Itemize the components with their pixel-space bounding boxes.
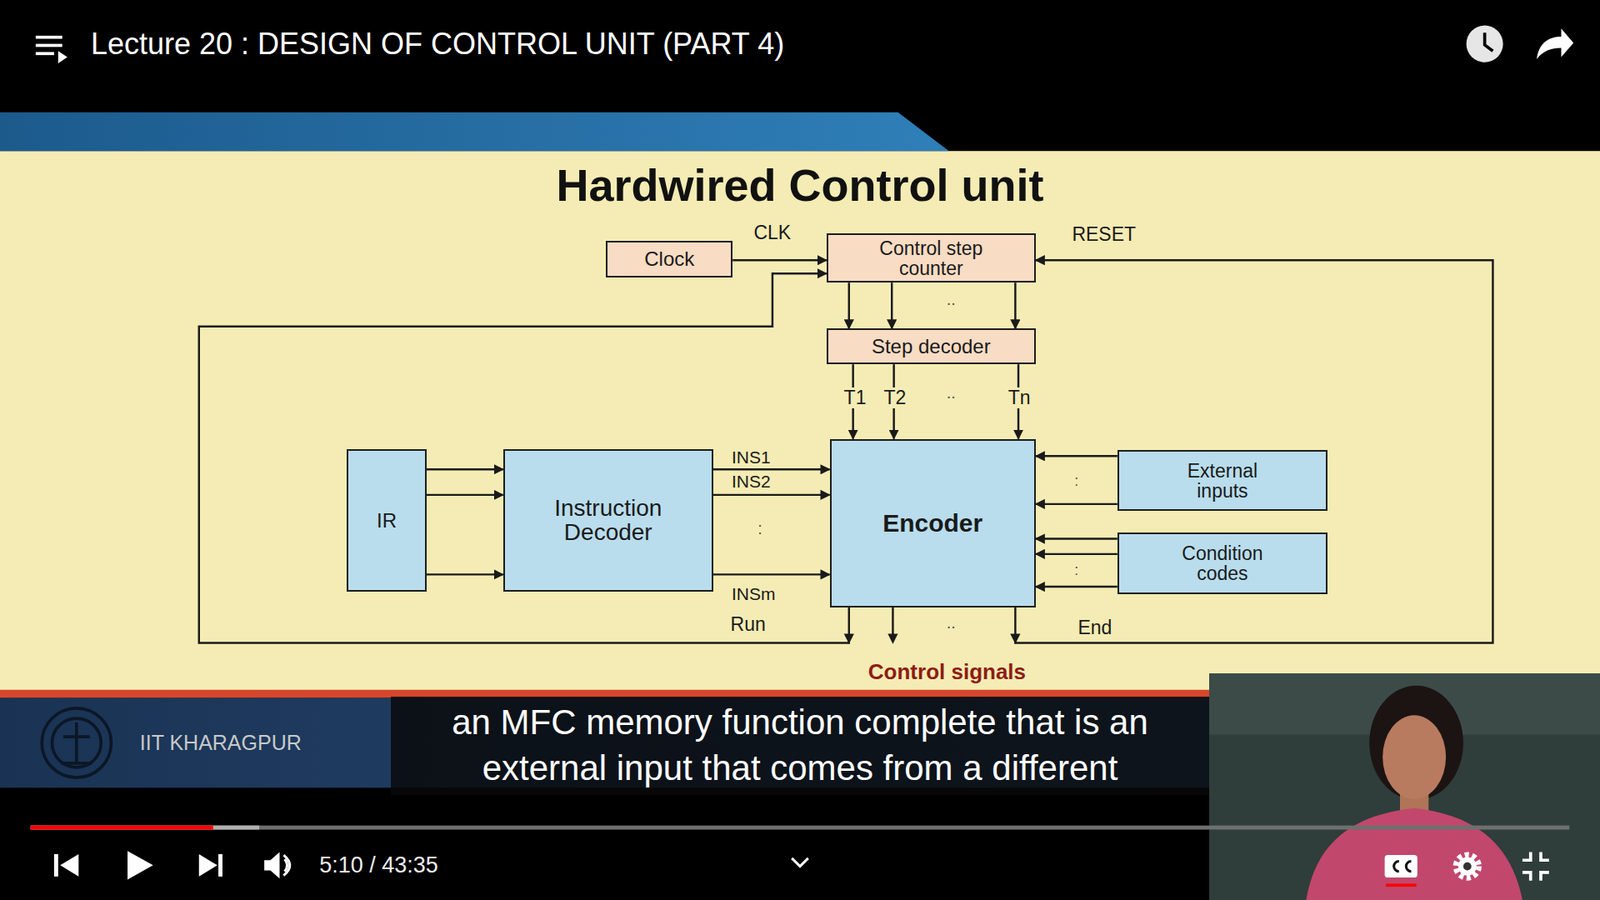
step-counter-box: Control step counter <box>826 233 1036 283</box>
connector-arrow <box>1014 282 1016 329</box>
connector-arrow <box>713 573 830 575</box>
encoder-box: Encoder <box>830 439 1036 608</box>
output-caption: Control signals <box>868 660 1026 683</box>
slide-top-band <box>0 112 950 152</box>
connector-arrow <box>1015 260 1493 643</box>
progress-buffer <box>30 825 260 830</box>
share-icon <box>1536 28 1574 60</box>
ellipsis-mark: : <box>1074 473 1079 489</box>
input-box: Condition codes <box>1117 532 1328 594</box>
progress-played <box>30 825 214 830</box>
settings-icon <box>1455 855 1479 878</box>
signal-label: Run <box>730 615 766 635</box>
box-text: Step decoder <box>871 335 991 357</box>
connector-arrow <box>426 494 504 496</box>
connector-arrow <box>426 573 504 575</box>
box-text: Encoder <box>882 510 983 537</box>
slide-title: Hardwired Control unit <box>556 162 1045 208</box>
connector-arrow <box>890 282 893 329</box>
decoder-box: Instruction Decoder <box>503 449 714 592</box>
playlist-icon <box>35 35 68 64</box>
subtitle-text: an MFC memory function complete that is … <box>390 696 1210 795</box>
signal-label: INSm <box>731 585 776 603</box>
ellipsis-mark: : <box>1074 562 1079 578</box>
signal-label: End <box>1077 618 1112 638</box>
webcam-inset <box>1209 673 1600 900</box>
connector-arrow <box>426 468 504 470</box>
connector-arrow <box>1035 537 1118 540</box>
input-box: External inputs <box>1117 450 1328 511</box>
time-display: 5:10 / 43:35 <box>319 854 439 877</box>
connector-arrow <box>848 282 850 329</box>
signal-label: CLK <box>753 223 791 243</box>
ellipsis-mark: .. <box>946 290 956 308</box>
box-text: Clock <box>644 248 695 270</box>
signal-label: INS2 <box>731 472 771 490</box>
ellipsis-mark: .. <box>946 384 956 401</box>
slide-ground <box>0 150 1600 694</box>
box-text: Control step counter <box>855 238 1009 279</box>
clock-box: Clock <box>605 240 733 278</box>
ellipsis-mark: : <box>757 520 763 537</box>
signal-label: T1 <box>842 387 869 409</box>
connector-arrow <box>732 259 827 261</box>
box-text: IR <box>376 510 397 531</box>
signal-label: T2 <box>881 387 908 409</box>
connector-arrow <box>1035 503 1118 505</box>
video-title: Lecture 20 : DESIGN OF CONTROL UNIT (PAR… <box>90 29 785 60</box>
connector-arrow <box>199 273 850 643</box>
signal-name: RESET <box>1071 225 1136 245</box>
ellipsis-mark: .. <box>946 614 956 631</box>
box-text: Instruction Decoder <box>531 495 685 545</box>
connector-arrow <box>1035 455 1118 457</box>
connector-arrow <box>1035 585 1118 588</box>
connector-arrow <box>713 494 830 496</box>
institute-name: IIT KHARAGPUR <box>140 732 302 754</box>
captions-icon <box>1385 855 1418 887</box>
connector-arrow <box>1035 553 1118 555</box>
institute-logo <box>41 708 111 778</box>
register-box: IR <box>346 449 427 592</box>
control-signal-wires <box>844 607 1021 645</box>
exit-fullscreen-icon <box>1522 851 1550 880</box>
signal-label: INS1 <box>731 448 771 466</box>
progress-track <box>30 825 1570 830</box>
connector-arrow <box>713 468 830 470</box>
box-text: Condition codes <box>1166 543 1280 584</box>
step-decoder-box: Step decoder <box>826 328 1036 365</box>
player-controls <box>54 850 809 880</box>
box-text: External inputs <box>1166 460 1280 501</box>
watch-later-icon <box>1466 25 1504 63</box>
signal-label: Tn <box>1006 387 1033 409</box>
